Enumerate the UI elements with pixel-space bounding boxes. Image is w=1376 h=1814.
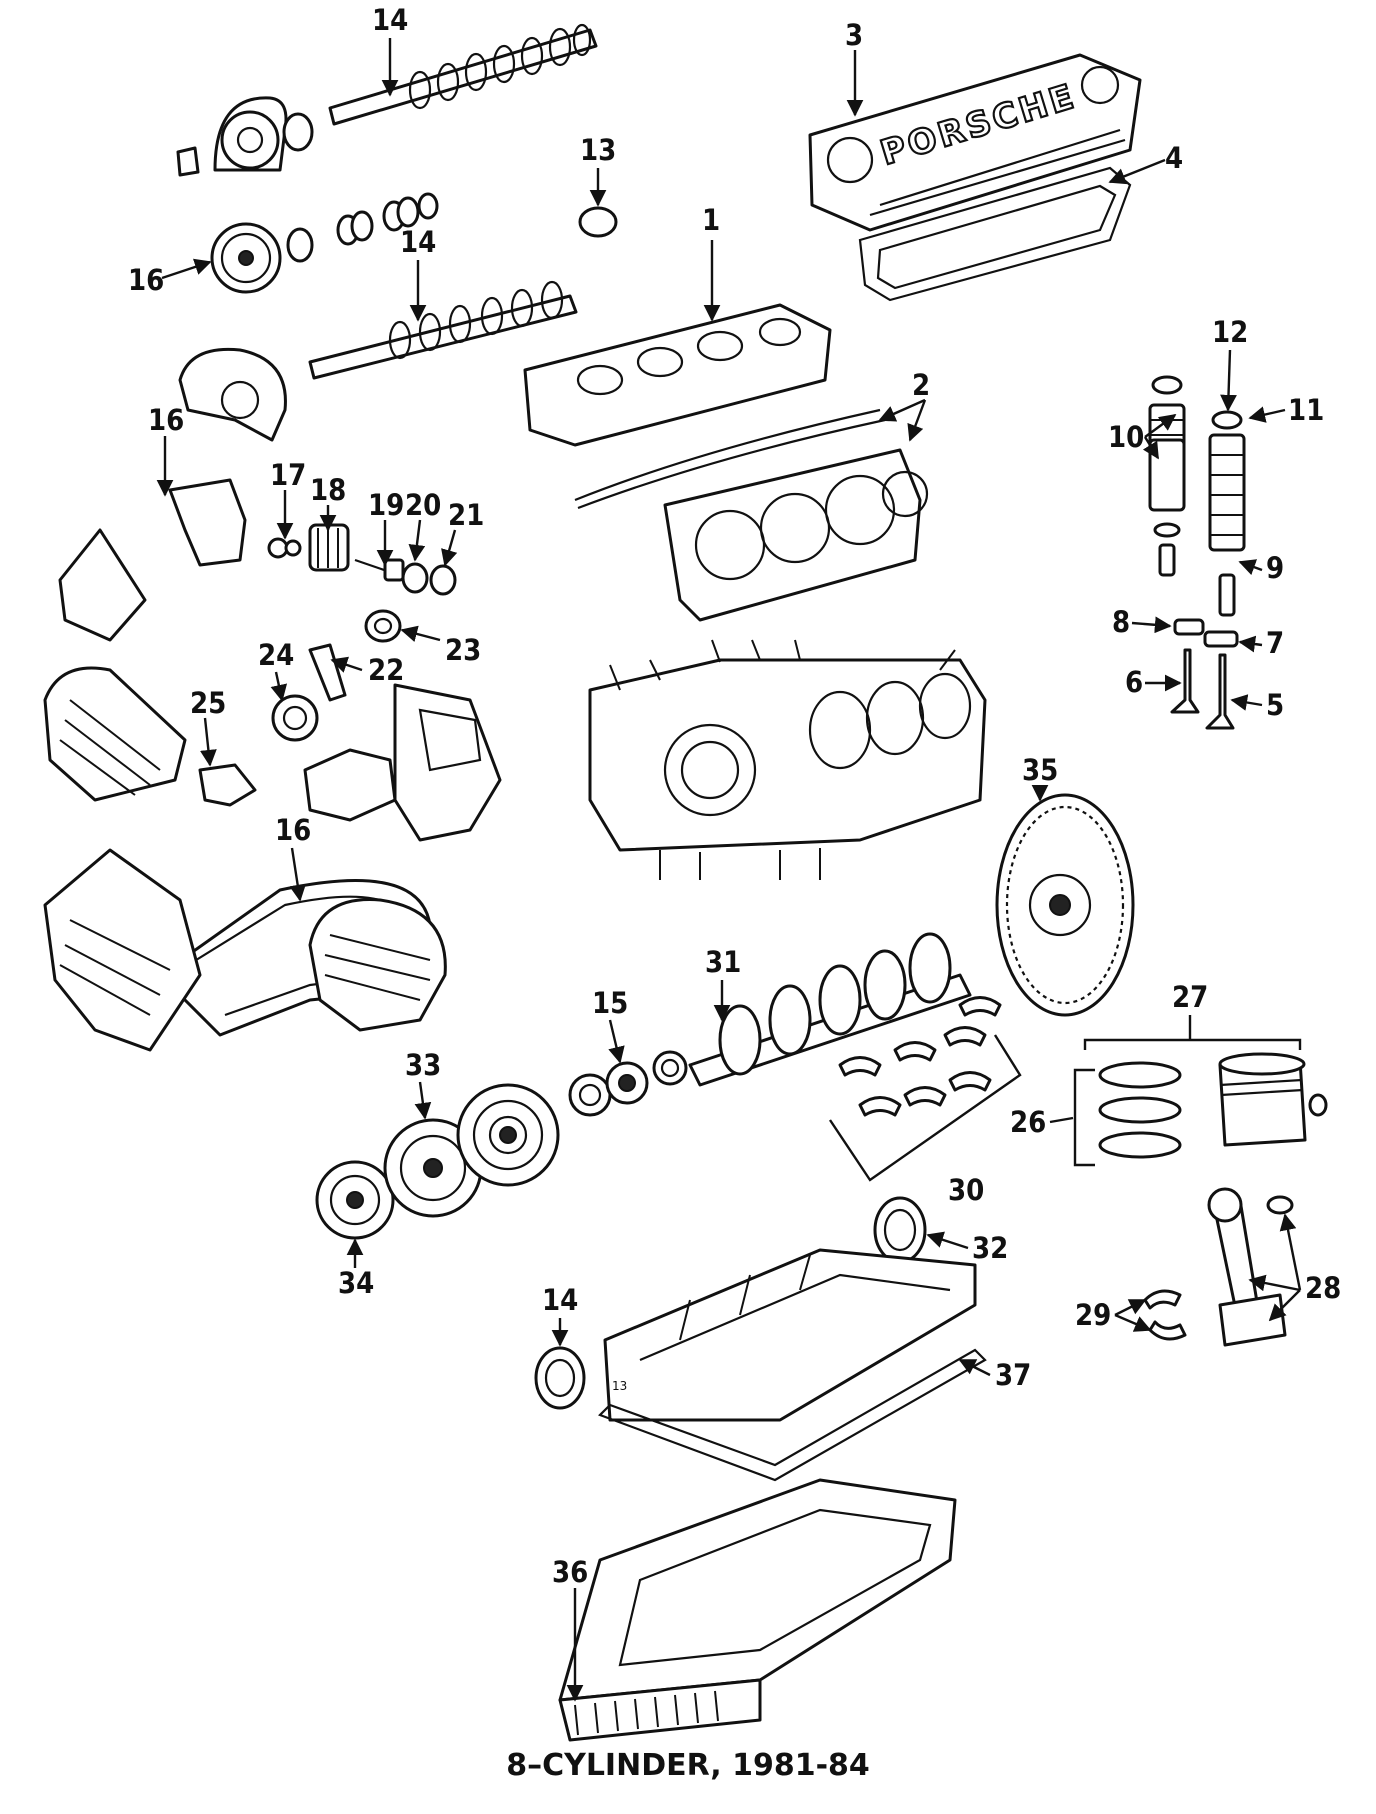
callout-3: 3 xyxy=(845,18,863,52)
leader-lines xyxy=(156,38,1302,1702)
flywheel xyxy=(995,793,1135,1017)
callout-11: 11 xyxy=(1288,393,1324,427)
camshaft-sprocket-cover xyxy=(176,96,314,177)
callout-29: 27 xyxy=(1172,980,1208,1014)
front-main-seal xyxy=(534,1346,586,1410)
callout-10: 10 xyxy=(1108,420,1144,454)
callout-16-lower: 15 xyxy=(592,986,628,1020)
valve-springs xyxy=(1148,375,1246,617)
callout-5: 5 xyxy=(1266,688,1284,722)
callout-6: 6 xyxy=(1125,665,1143,699)
callout-20: 18 xyxy=(310,473,346,507)
valve-guides xyxy=(1173,618,1239,648)
callout-30: 28 xyxy=(1305,1271,1341,1305)
camshaft-lower xyxy=(308,280,578,380)
timing-cover-right xyxy=(308,898,447,1032)
idler-pulley-26 xyxy=(271,694,319,742)
oil-pan-gasket xyxy=(598,1348,987,1482)
callout-4: 4 xyxy=(1165,141,1183,175)
callout-38: 36 xyxy=(552,1555,588,1589)
callout-8: 8 xyxy=(1112,605,1130,639)
callout-18: 16 xyxy=(148,403,184,437)
callout-13: 13 xyxy=(580,133,616,167)
bracket-29 xyxy=(1083,1038,1302,1050)
piston xyxy=(1218,1052,1328,1147)
oil-pan xyxy=(558,1478,957,1742)
callout-21: 19 xyxy=(368,488,404,522)
cam-bearings xyxy=(286,192,439,263)
callout-12: 12 xyxy=(1212,315,1248,349)
callout-24: 22 xyxy=(368,653,404,687)
callout-27: 25 xyxy=(190,686,226,720)
callout-15: 14 xyxy=(542,1283,578,1317)
callout-1: 1 xyxy=(702,203,720,237)
callout-25: 23 xyxy=(445,633,481,667)
callout-31: 29 xyxy=(1075,1298,1111,1332)
bearing-25 xyxy=(364,609,402,643)
valves xyxy=(1170,648,1235,730)
plug-part-13 xyxy=(578,206,618,238)
callout-2: 2 xyxy=(912,368,930,402)
callout-32: 30 xyxy=(948,1173,984,1207)
callout-labels: 14 3 4 13 16 14 1 2 12 11 10 9 8 7 6 5 1… xyxy=(128,3,1341,1589)
tensioner-bracket-27 xyxy=(198,763,257,807)
head-gasket xyxy=(663,448,929,622)
timing-cover-lower-left xyxy=(43,848,202,1052)
main-bearing-shells xyxy=(838,996,1002,1117)
washer-and-crank-gear xyxy=(568,1050,688,1117)
cylinder-head xyxy=(523,303,832,447)
rear-main-seal xyxy=(873,1196,927,1264)
bracket-24 xyxy=(308,643,347,702)
callout-28: 26 xyxy=(1010,1105,1046,1139)
camshaft-housing: PORSCHE xyxy=(808,53,1142,232)
housing-gasket xyxy=(858,166,1132,302)
head-gasket-thin xyxy=(574,408,886,510)
engine-block xyxy=(588,639,987,880)
crankshaft xyxy=(688,932,972,1087)
callout-9: 9 xyxy=(1266,551,1284,585)
callout-37: 35 xyxy=(1022,753,1058,787)
diagram-caption: 8–CYLINDER, 1981-84 xyxy=(506,1748,870,1783)
water-pump-housing xyxy=(303,683,502,842)
pulley-35-b xyxy=(456,1083,560,1187)
callout-36: 34 xyxy=(338,1266,374,1300)
callout-23: 21 xyxy=(448,498,484,532)
timing-cover-left xyxy=(43,666,187,802)
bracket-cover-small xyxy=(58,528,147,642)
rod-bearing-shells xyxy=(1143,1289,1187,1341)
lower-crankcase xyxy=(603,1248,977,1422)
bracket-32 xyxy=(829,1034,1022,1182)
callout-7: 7 xyxy=(1266,626,1284,660)
callout-17: 16 xyxy=(275,813,311,847)
pulley-35-a xyxy=(383,1118,483,1218)
callout-35: 33 xyxy=(405,1048,441,1082)
callout-39: 37 xyxy=(995,1358,1031,1392)
camshaft-upper xyxy=(328,23,598,126)
callout-14-upper: 14 xyxy=(372,3,408,37)
callout-14-lower: 14 xyxy=(400,225,436,259)
crankshaft-pulley-36 xyxy=(315,1160,395,1240)
callout-26: 24 xyxy=(258,638,294,672)
camshaft-rear-cover xyxy=(178,347,287,442)
callout-22: 20 xyxy=(405,488,441,522)
callout-34: 32 xyxy=(972,1231,1008,1265)
piston-rings xyxy=(1098,1061,1182,1159)
callout-19: 17 xyxy=(270,458,306,492)
callout-16-upper: 16 xyxy=(128,263,164,297)
callout-33: 31 xyxy=(705,945,741,979)
tensioner-assembly xyxy=(168,478,457,596)
bracket-28 xyxy=(1073,1068,1095,1167)
camshaft-sprocket xyxy=(210,222,282,294)
connecting-rod xyxy=(1207,1187,1294,1347)
small-mark-13: 13 xyxy=(612,1379,627,1393)
